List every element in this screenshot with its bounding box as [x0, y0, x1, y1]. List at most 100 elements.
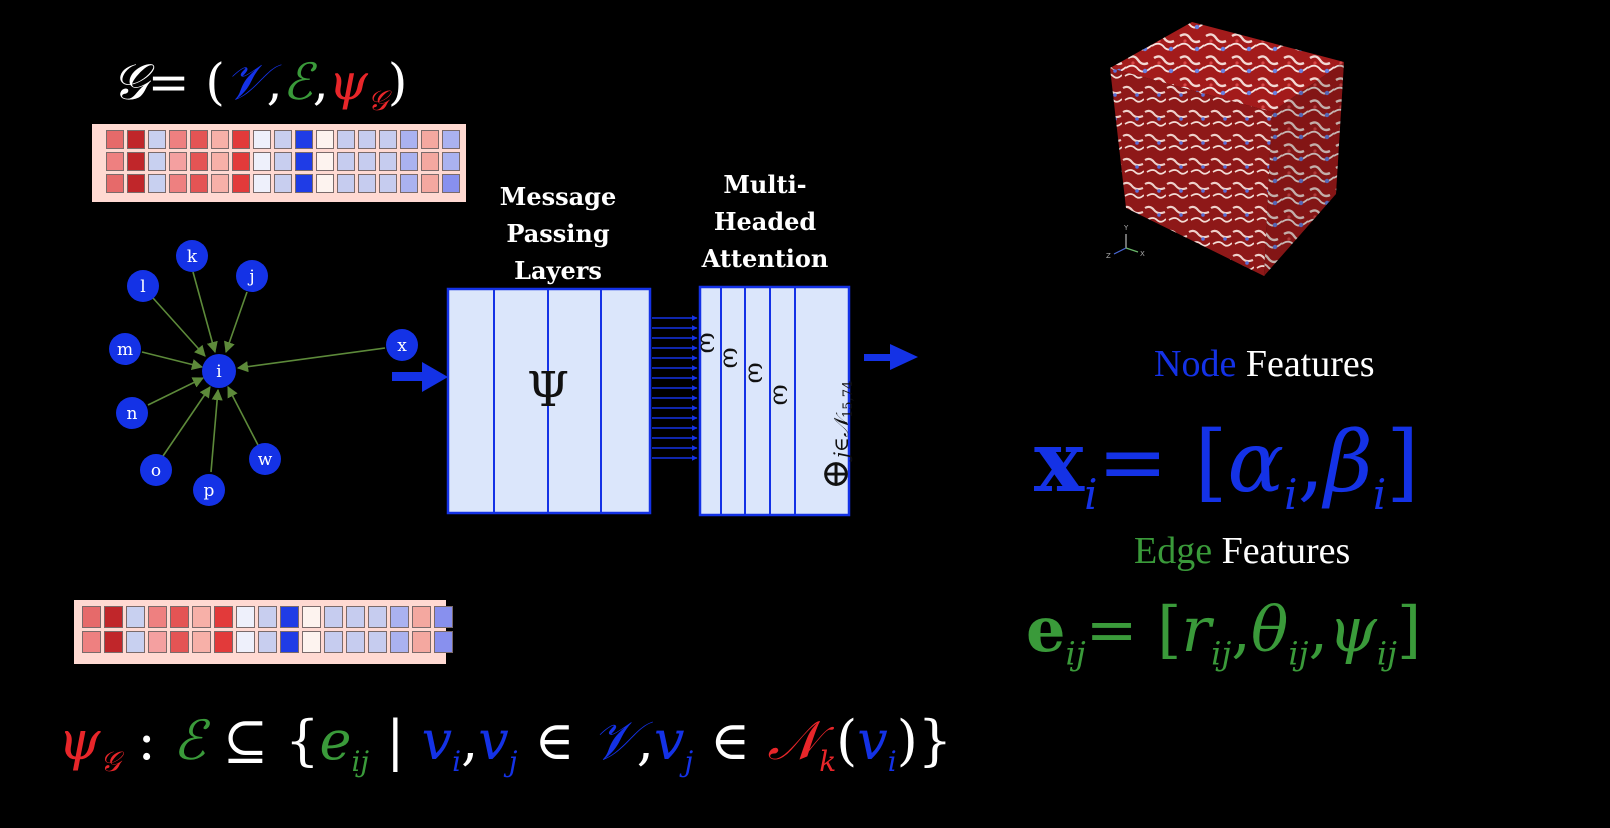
- def-psi-sub: 𝒢: [100, 744, 121, 778]
- node-p-label: p: [204, 481, 215, 501]
- input-arrow: [392, 362, 448, 392]
- def-colon: :: [120, 709, 173, 772]
- node-features-equation: xi= [αi,βi]: [1034, 412, 1419, 545]
- node-i: [202, 354, 236, 388]
- heatmap-cell: [400, 130, 418, 149]
- heatmap-cell: [274, 152, 292, 171]
- heatmap-cell: [148, 631, 167, 653]
- heatmap-cell: [316, 130, 334, 149]
- def-E: ℰ: [172, 709, 206, 772]
- node-eq-close: ]: [1386, 413, 1420, 511]
- edge-l-i: [152, 297, 206, 357]
- node-alpha: α: [1227, 413, 1285, 511]
- def-in-2: ∈: [693, 709, 768, 772]
- heatmap-cell: [126, 631, 145, 653]
- heatmap-cell: [421, 174, 439, 193]
- graph-comma-2: ,: [312, 53, 329, 111]
- cube-axis-x: X: [1140, 250, 1145, 258]
- heatmap-cell: [236, 631, 255, 653]
- def-N: 𝒩: [767, 709, 820, 772]
- heatmap-cell: [170, 606, 189, 628]
- heatmap-cell: [106, 152, 124, 171]
- heatmap-cell: [126, 606, 145, 628]
- node-features-title: Node Features: [1154, 342, 1375, 386]
- edge-word: Edge: [1134, 530, 1213, 572]
- vertex-set: 𝒱: [224, 53, 267, 111]
- attention-head-3: ω: [741, 362, 772, 384]
- heatmap-cell: [390, 631, 409, 653]
- edge-r-sub: ij: [1211, 634, 1232, 673]
- heatmap-cell: [337, 174, 355, 193]
- heatmap-cell: [148, 606, 167, 628]
- attention-head-4: ω: [766, 384, 797, 406]
- att-label-line-2: Headed: [713, 207, 817, 236]
- node-eq-open: = [: [1097, 413, 1228, 511]
- def-N-sub: k: [819, 744, 837, 778]
- node-j-label: j: [247, 267, 254, 287]
- node-n: [116, 397, 148, 429]
- heatmap-cell: [148, 174, 166, 193]
- edge-o-i: [162, 386, 211, 457]
- heatmap-cell: [368, 606, 387, 628]
- node-x: x: [1034, 412, 1085, 511]
- heatmap-cell: [258, 606, 277, 628]
- node-features-rest: Features: [1245, 343, 1375, 385]
- heatmap-cell: [82, 606, 101, 628]
- edge-feature-heatmap: [74, 600, 453, 664]
- def-in-1: ∈: [517, 709, 592, 772]
- heatmap-cell: [442, 130, 460, 149]
- heatmap-cell: [400, 174, 418, 193]
- edge-theta-sub: ij: [1288, 634, 1309, 673]
- edge-x-i: [236, 347, 386, 373]
- edge-r: r: [1181, 593, 1212, 666]
- node-m-label: m: [117, 340, 133, 360]
- node-p: [193, 474, 225, 506]
- heatmap-cell: [379, 130, 397, 149]
- edge-sep-2: ,: [1308, 593, 1329, 666]
- aggregate-sub: j∈𝒩: [829, 417, 853, 459]
- def-paren-open: (: [836, 709, 858, 772]
- cube-left-face: [1110, 68, 1272, 276]
- heatmap-cell: [253, 152, 271, 171]
- cube-top-face: [1110, 22, 1344, 112]
- node-beta-sub: i: [1372, 469, 1387, 519]
- attention-aggregation: ⊕j∈𝒩15,74: [813, 310, 857, 490]
- heatmap-cell: [295, 174, 313, 193]
- attention-label: Multi- Headed Attention: [690, 166, 840, 277]
- heatmap-cell: [190, 152, 208, 171]
- edge-set-definition: ψ𝒢 : ℰ ⊆ {eij | vi,vj ∈ 𝒱,vj ∈ 𝒩k(vi)}: [58, 706, 952, 797]
- graph-psi-sub: 𝒢: [367, 84, 388, 117]
- heatmap-cell: [295, 130, 313, 149]
- node-k-label: k: [187, 247, 198, 267]
- node-beta: β: [1324, 413, 1373, 511]
- heatmap-cell: [358, 152, 376, 171]
- edge-w-i: [227, 386, 259, 446]
- heatmap-cell: [400, 152, 418, 171]
- edge-eq-open: = [: [1085, 593, 1182, 666]
- heatmap-cell: [316, 174, 334, 193]
- graph-nodes: i k j l m n o p w x: [109, 240, 418, 506]
- heatmap-cell: [169, 152, 187, 171]
- cube-right-face: [1264, 62, 1344, 276]
- heatmap-cell: [412, 631, 431, 653]
- mp-label-line-3: Layers: [514, 256, 602, 285]
- edge-e: e: [1026, 593, 1066, 666]
- node-word: Node: [1154, 343, 1237, 385]
- heatmap-cell: [170, 631, 189, 653]
- def-vi2: v: [857, 709, 888, 772]
- graph-comma-1: ,: [266, 53, 283, 111]
- heatmap-cell: [412, 606, 431, 628]
- heatmap-cell: [302, 631, 321, 653]
- node-k: [176, 240, 208, 272]
- heatmap-cell: [148, 130, 166, 149]
- mp-label-line-1: Message: [499, 182, 617, 211]
- att-label-line-1: Multi-: [723, 170, 807, 199]
- heatmap-cell: [274, 130, 292, 149]
- node-x: [386, 329, 418, 361]
- attention-block: [698, 285, 851, 517]
- heatmap-cell: [346, 631, 365, 653]
- def-vi-sub: i: [452, 744, 462, 778]
- node-o: [140, 454, 172, 486]
- heatmap-cell: [104, 606, 123, 628]
